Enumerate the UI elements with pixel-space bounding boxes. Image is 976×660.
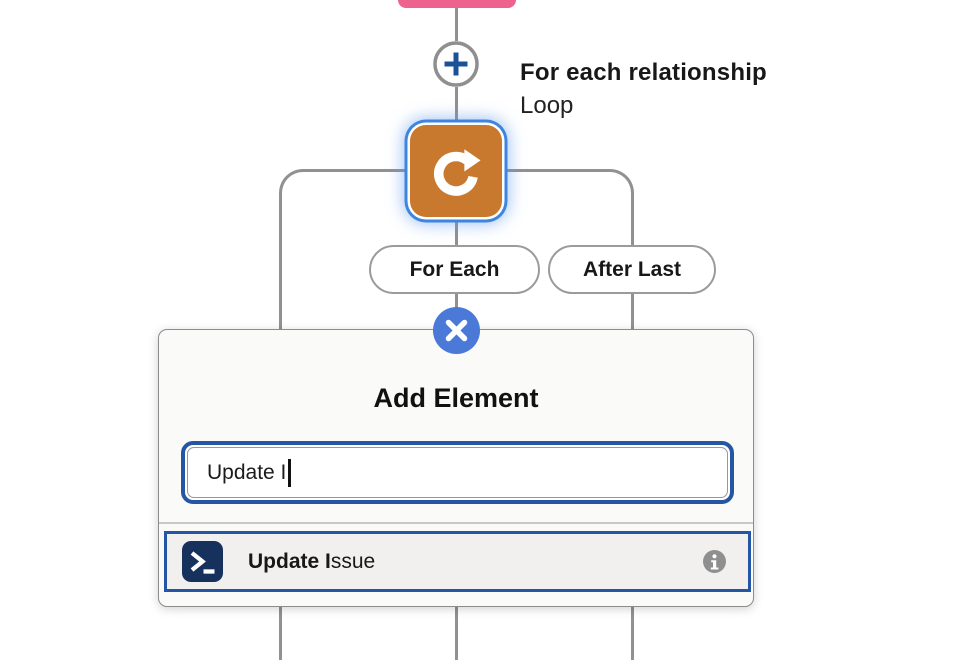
loop-node[interactable] <box>410 125 502 217</box>
popup-divider <box>159 522 753 524</box>
connector-bottom-right <box>631 606 634 660</box>
connector-bottom-left <box>279 606 282 660</box>
result-label-rest: ssue <box>330 549 376 573</box>
apex-terminal-icon <box>182 541 223 582</box>
previous-node-edge[interactable] <box>398 0 516 8</box>
connector-left-vertical <box>279 195 282 331</box>
node-title: For each relationship <box>520 59 767 86</box>
search-result-update-issue[interactable]: Update Issue <box>164 531 751 592</box>
result-label: Update Issue <box>248 550 375 574</box>
connector-left-corner <box>279 169 307 197</box>
branch-label-after-last: After Last <box>548 245 716 294</box>
branch-label-text: For Each <box>409 257 500 281</box>
branch-label-text: After Last <box>582 257 682 281</box>
branch-label-for-each: For Each <box>369 245 540 294</box>
loop-icon <box>434 149 481 196</box>
close-icon <box>445 319 468 342</box>
search-input-field[interactable]: Update I <box>187 447 728 498</box>
search-input[interactable]: Update I <box>181 441 734 504</box>
node-type-label: Loop <box>520 92 574 119</box>
connector-right-horizontal <box>500 169 608 172</box>
connector-plus-to-loop <box>454 87 458 126</box>
node-label: For each relationship Loop <box>520 56 767 122</box>
result-label-match: Update I <box>248 549 331 573</box>
info-icon[interactable] <box>703 550 726 573</box>
plus-icon <box>433 41 479 87</box>
connector-bottom-center <box>454 606 458 660</box>
add-element-popup: Add Element Update I Update Issue <box>158 329 754 607</box>
text-cursor <box>288 458 291 487</box>
search-input-value: Update I <box>207 460 287 484</box>
popup-title: Add Element <box>373 383 539 413</box>
connector-right-corner <box>606 169 634 197</box>
connector-top <box>454 8 458 41</box>
close-button[interactable] <box>433 307 480 354</box>
add-element-button[interactable] <box>432 40 480 88</box>
connector-left-horizontal <box>304 169 412 172</box>
